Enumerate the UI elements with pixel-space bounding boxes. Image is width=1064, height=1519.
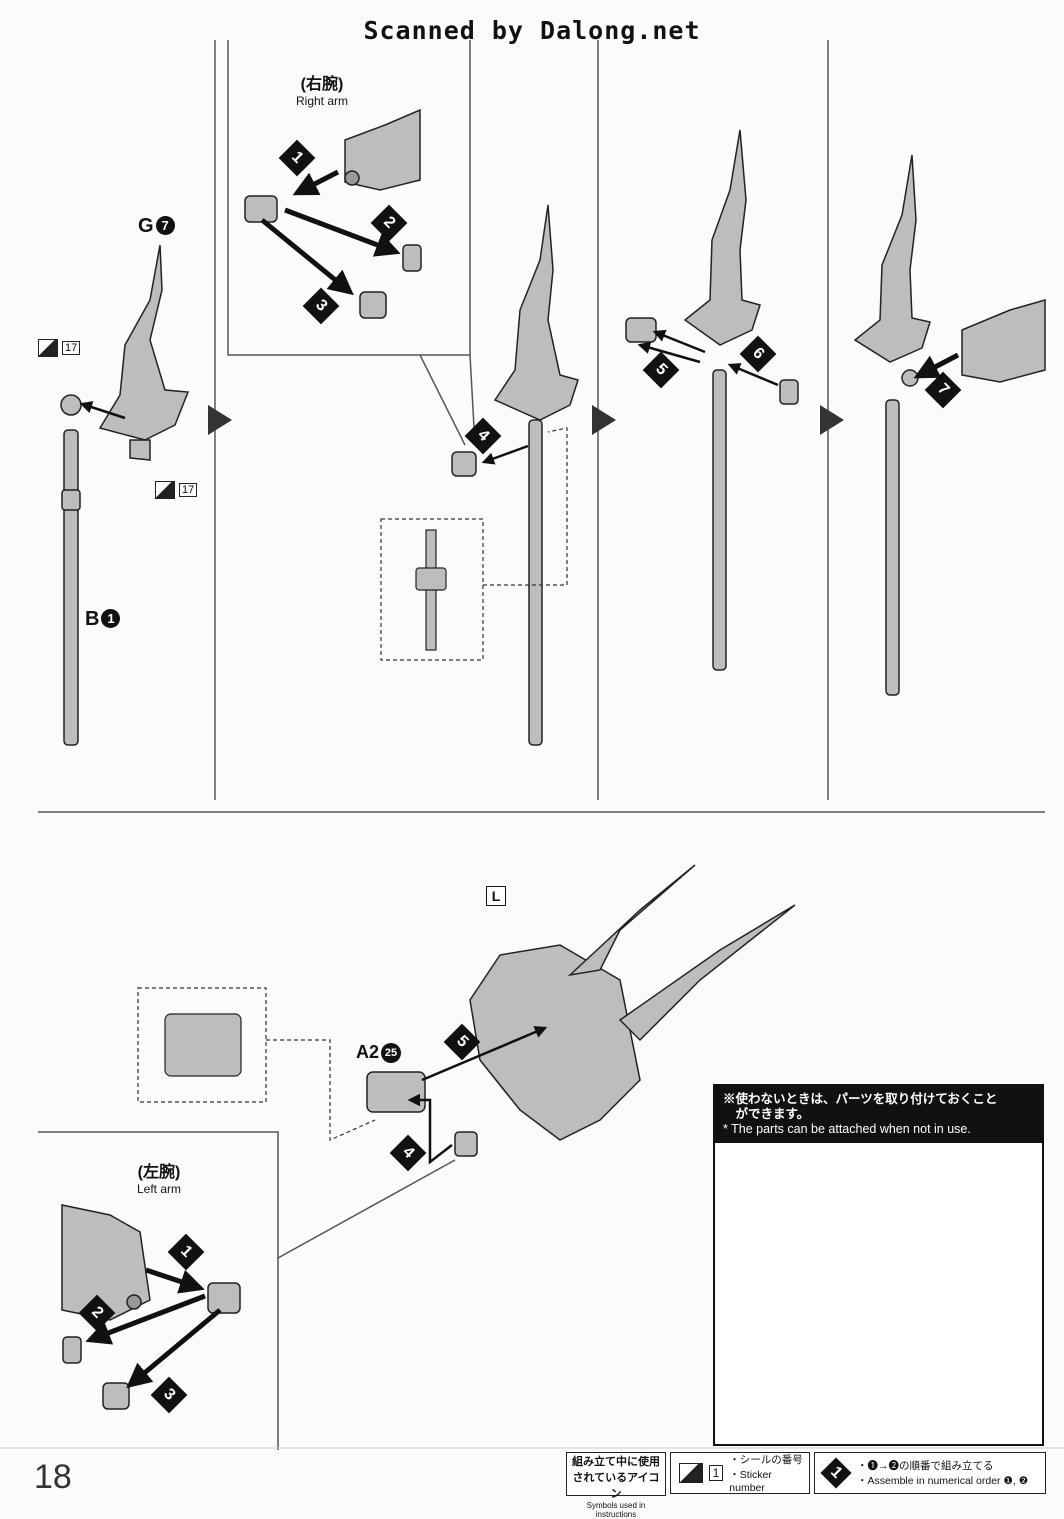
icons-legend-title: 組み立て中に使用 されているアイコン Symbols used in instr… bbox=[566, 1452, 666, 1519]
order-sample-badge: 1 bbox=[820, 1457, 852, 1489]
part-l-box: L bbox=[486, 886, 506, 906]
callout-right-arm: (右腕) Right arm bbox=[282, 70, 362, 108]
callout-left-en: Left arm bbox=[136, 1182, 181, 1196]
sticker-icon bbox=[155, 481, 175, 499]
callout-right-en: Right arm bbox=[295, 94, 348, 108]
sticker-legend: 1 ・シールの番号 ・Sticker number bbox=[670, 1452, 810, 1494]
panel4-spear bbox=[853, 154, 1046, 696]
note-box: ※使わないときは、パーツを取り付けておくこと ができます。 * The part… bbox=[713, 1084, 1044, 1446]
icons-title-jp-1: 組み立て中に使用 bbox=[572, 1456, 660, 1468]
sticker-en: ・Sticker number bbox=[729, 1469, 772, 1494]
icons-title-jp-2: されているアイコン bbox=[572, 1472, 660, 1500]
sticker-number: 17 bbox=[179, 483, 198, 497]
callout-right-jp: (右腕) bbox=[300, 76, 344, 93]
note-en: * The parts can be attached when not in … bbox=[723, 1122, 971, 1136]
left-arm-panel bbox=[38, 1131, 456, 1450]
part-letter-b: B bbox=[85, 608, 100, 630]
sticker-ref-1: 17 bbox=[38, 339, 81, 357]
page-number: 18 bbox=[34, 1458, 72, 1496]
step-arrows bbox=[208, 405, 844, 435]
sticker-ref-2: 17 bbox=[155, 481, 198, 499]
sticker-icon bbox=[679, 1463, 703, 1483]
detail-callout bbox=[380, 427, 568, 661]
order-en: ・Assemble in numerical order ❶, ❷ bbox=[857, 1475, 1029, 1487]
callout-left-jp: (左腕) bbox=[137, 1164, 181, 1181]
badge-a2-num: 25 bbox=[381, 1043, 402, 1063]
bottom-detail-callout bbox=[137, 987, 376, 1141]
icons-title-en: Symbols used in instructions bbox=[586, 1501, 646, 1519]
sticker-sample: 1 bbox=[708, 1465, 724, 1481]
part-a2: A2 bbox=[356, 1042, 380, 1062]
panel3-spear bbox=[625, 129, 799, 671]
left-arm bbox=[61, 1204, 241, 1410]
sticker-number: 17 bbox=[62, 341, 81, 355]
note-jp-1: ※使わないときは、パーツを取り付けておくこと bbox=[723, 1092, 998, 1106]
badge-b-num: 1 bbox=[101, 609, 121, 628]
panel1-spear bbox=[60, 244, 190, 746]
sticker-icon bbox=[38, 339, 58, 357]
order-legend: 1 ・❶→❷の順番で組み立てる ・Assemble in numerical o… bbox=[814, 1452, 1046, 1494]
order-jp: ・❶→❷の順番で組み立てる bbox=[857, 1460, 994, 1472]
note-header: ※使わないときは、パーツを取り付けておくこと ができます。 * The part… bbox=[715, 1086, 1042, 1143]
panel2-spear bbox=[451, 204, 579, 746]
note-jp-2: ができます。 bbox=[723, 1107, 810, 1121]
callout-left-arm: (左腕) Left arm bbox=[118, 1158, 200, 1196]
sticker-jp: ・シールの番号 bbox=[729, 1454, 803, 1466]
part-letter-g: G bbox=[138, 215, 154, 237]
badge-g-num: 7 bbox=[155, 216, 175, 235]
panel2-right-arm bbox=[244, 108, 422, 319]
scan-watermark: Scanned by Dalong.net bbox=[363, 16, 701, 45]
bottom-unit bbox=[366, 864, 796, 1157]
